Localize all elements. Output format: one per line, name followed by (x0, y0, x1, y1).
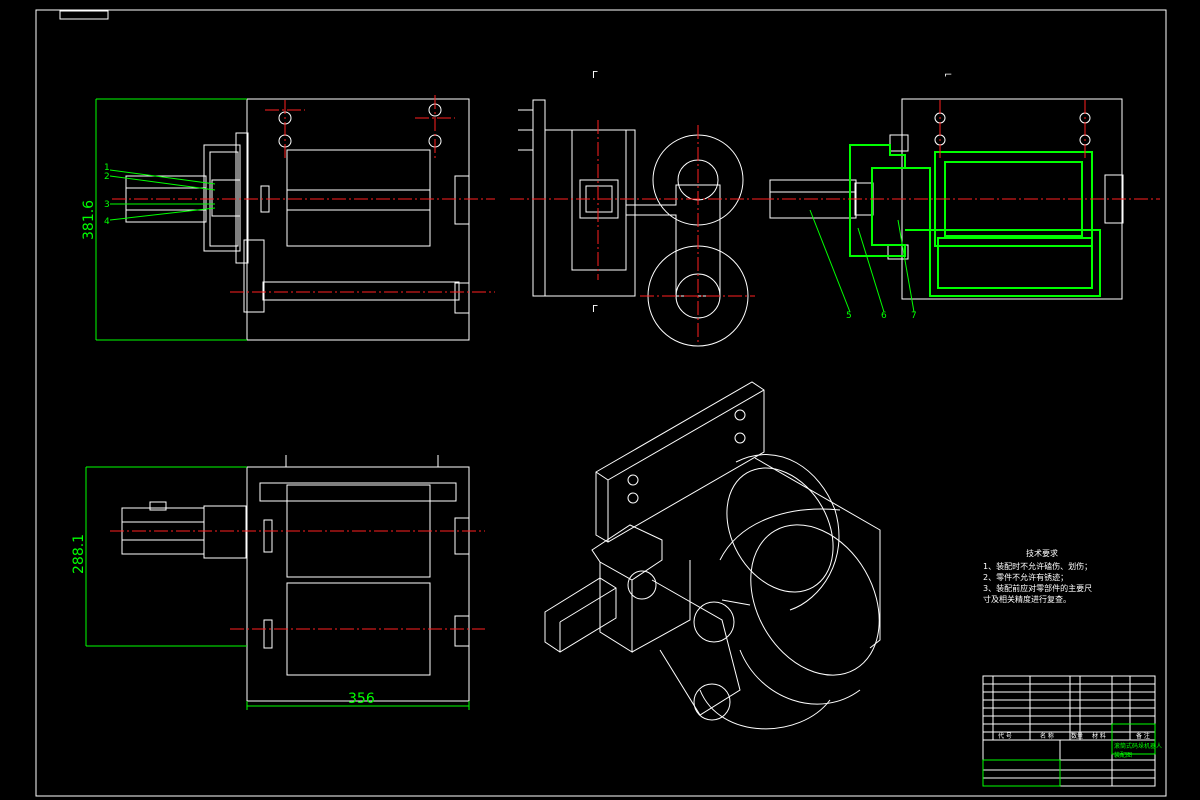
section-view-hatch (849, 144, 1101, 297)
front-view-dimension (85, 466, 470, 710)
title-block-qty-header: 数量 (1071, 732, 1083, 740)
title-block-drawing-title: 滚筒式码垛机器人 (1114, 742, 1162, 750)
tech-req-item-1: 1、装配时不允许磕伤、划伤； (983, 561, 1092, 571)
section-mark-right: ⌐ (944, 70, 952, 81)
top-view-dimension (95, 98, 247, 341)
tech-req-item-2: 2、零件不允许有锈迹； (983, 572, 1068, 582)
title-block-highlight (982, 723, 1156, 787)
front-view (121, 455, 470, 702)
callout-7: 7 (911, 311, 917, 321)
isometric-view (544, 381, 881, 730)
callout-1: 1 (104, 163, 110, 173)
tech-req-item-4: 寸及相关精度进行复查。 (983, 594, 1071, 604)
callout-5: 5 (846, 311, 852, 321)
dimension-label-front-width: 356 (348, 691, 375, 707)
callout-3: 3 (104, 200, 110, 210)
side-view (518, 99, 749, 347)
title-block-name-header: 名 称 (1040, 732, 1054, 740)
dimension-label-top-view: 381.6 (81, 200, 97, 240)
front-view-centerlines (110, 530, 485, 630)
top-view (125, 98, 470, 341)
title-block-remark-header: 备 注 (1136, 732, 1150, 740)
section-view-centerlines (760, 100, 1160, 200)
callout-6: 6 (881, 311, 887, 321)
section-mark-bottom: Γ (592, 304, 598, 315)
callout-4: 4 (104, 217, 110, 227)
dimension-label-front-height: 288.1 (71, 534, 87, 574)
title-block (982, 675, 1156, 787)
title-block-sub-title: 装配图 (1114, 751, 1132, 759)
drawing-frame (35, 9, 1167, 797)
side-view-centerlines (510, 120, 760, 345)
section-view-leaders (809, 209, 915, 313)
title-block-material-header: 材 料 (1092, 732, 1106, 740)
title-block-code-header: 代 号 (998, 732, 1012, 740)
callout-2: 2 (104, 172, 110, 182)
section-mark-top: Γ (592, 70, 598, 81)
top-view-centerlines (112, 95, 495, 293)
technical-requirements: 技术要求 1、装配时不允许磕伤、划伤； 2、零件不允许有锈迹； 3、装配前应对零… (983, 548, 1092, 604)
tech-req-title: 技术要求 (1026, 548, 1058, 558)
tech-req-item-3: 3、装配前应对零部件的主要尺 (983, 583, 1092, 593)
title-block-text: 代 号 名 称 数量 材 料 备 注 滚筒式码垛机器人 装配图 (998, 732, 1162, 759)
